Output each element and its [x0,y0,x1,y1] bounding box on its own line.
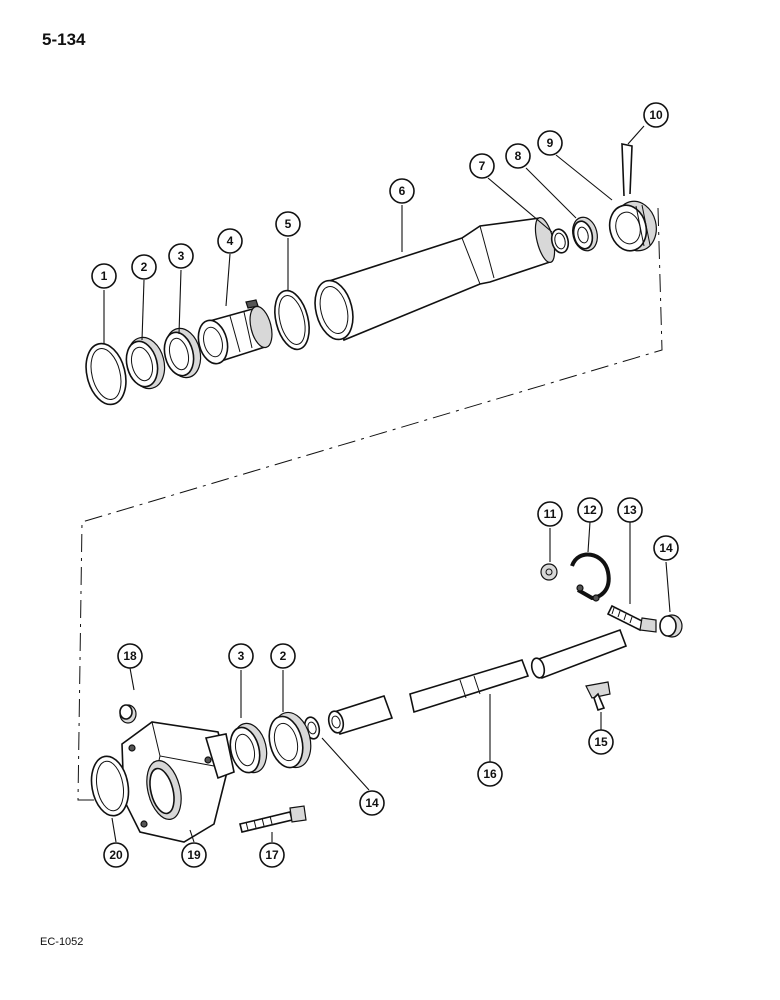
part-piston-rod [327,628,628,736]
svg-text:14: 14 [365,796,379,810]
part-plug [119,704,137,724]
callout-20: 20 [103,842,129,868]
part-seal-3 [229,722,268,774]
callout-11: 11 [537,501,563,527]
svg-text:5: 5 [285,217,292,231]
part-o-ring-20 [90,755,130,817]
callout-5: 5 [275,211,301,237]
callout-7: 7 [469,153,495,179]
callout-10: 10 [643,102,669,128]
svg-text:18: 18 [123,649,137,663]
svg-text:2: 2 [141,260,148,274]
svg-text:2: 2 [280,649,287,663]
part-seal [163,327,202,379]
part-wear-ring-2 [268,711,312,769]
svg-text:6: 6 [399,184,406,198]
part-o-ring [85,342,127,406]
callout-3: 3 [168,243,194,269]
svg-text:14: 14 [659,541,673,555]
part-cylinder-tube [314,216,556,342]
part-gland-nut [608,200,657,252]
svg-text:13: 13 [623,503,637,517]
callout-17: 17 [259,842,285,868]
page-number: 5-134 [42,30,86,49]
callout-18: 18 [117,643,143,669]
svg-text:17: 17 [265,848,279,862]
part-pin [585,681,611,712]
callout-13: 13 [617,497,643,523]
assembly-centerline [77,207,663,801]
part-clamp [570,552,611,602]
callout-12: 12 [577,497,603,523]
part-end-cap-housing [121,721,235,843]
callout-4: 4 [217,228,243,254]
callout-8: 8 [505,143,531,169]
leader-lines [103,125,671,843]
callout-19: 19 [181,842,207,868]
part-cap [659,614,683,638]
callout-14-top: 14 [653,535,679,561]
callout-3-bottom: 3 [228,643,254,669]
callout-2-bottom: 2 [270,643,296,669]
callout-14-bottom: 14 [359,790,385,816]
callout-1: 1 [91,263,117,289]
part-small-ring [550,228,570,254]
svg-text:15: 15 [594,735,608,749]
svg-text:10: 10 [649,108,663,122]
callout-15: 15 [588,729,614,755]
svg-text:3: 3 [178,249,185,263]
callout-16: 16 [477,761,503,787]
svg-text:20: 20 [109,848,123,862]
svg-text:4: 4 [227,234,234,248]
part-washer [572,216,598,252]
figure-code: EC-1052 [40,936,84,948]
part-piston [197,299,273,365]
part-o-ring-5 [274,289,310,351]
svg-text:11: 11 [544,507,557,521]
part-wear-ring [125,336,166,390]
part-wire-pin [621,143,633,197]
part-bolt-13 [606,604,657,633]
callout-9: 9 [537,130,563,156]
svg-text:1: 1 [101,269,108,283]
svg-text:19: 19 [187,848,201,862]
svg-text:16: 16 [483,767,497,781]
svg-text:8: 8 [515,149,522,163]
svg-text:12: 12 [583,503,597,517]
svg-text:3: 3 [238,649,245,663]
part-nut [540,563,558,581]
svg-text:7: 7 [479,159,486,173]
svg-text:9: 9 [547,136,554,150]
callout-6: 6 [389,178,415,204]
callout-2: 2 [131,254,157,280]
part-bolt-17 [239,805,307,833]
